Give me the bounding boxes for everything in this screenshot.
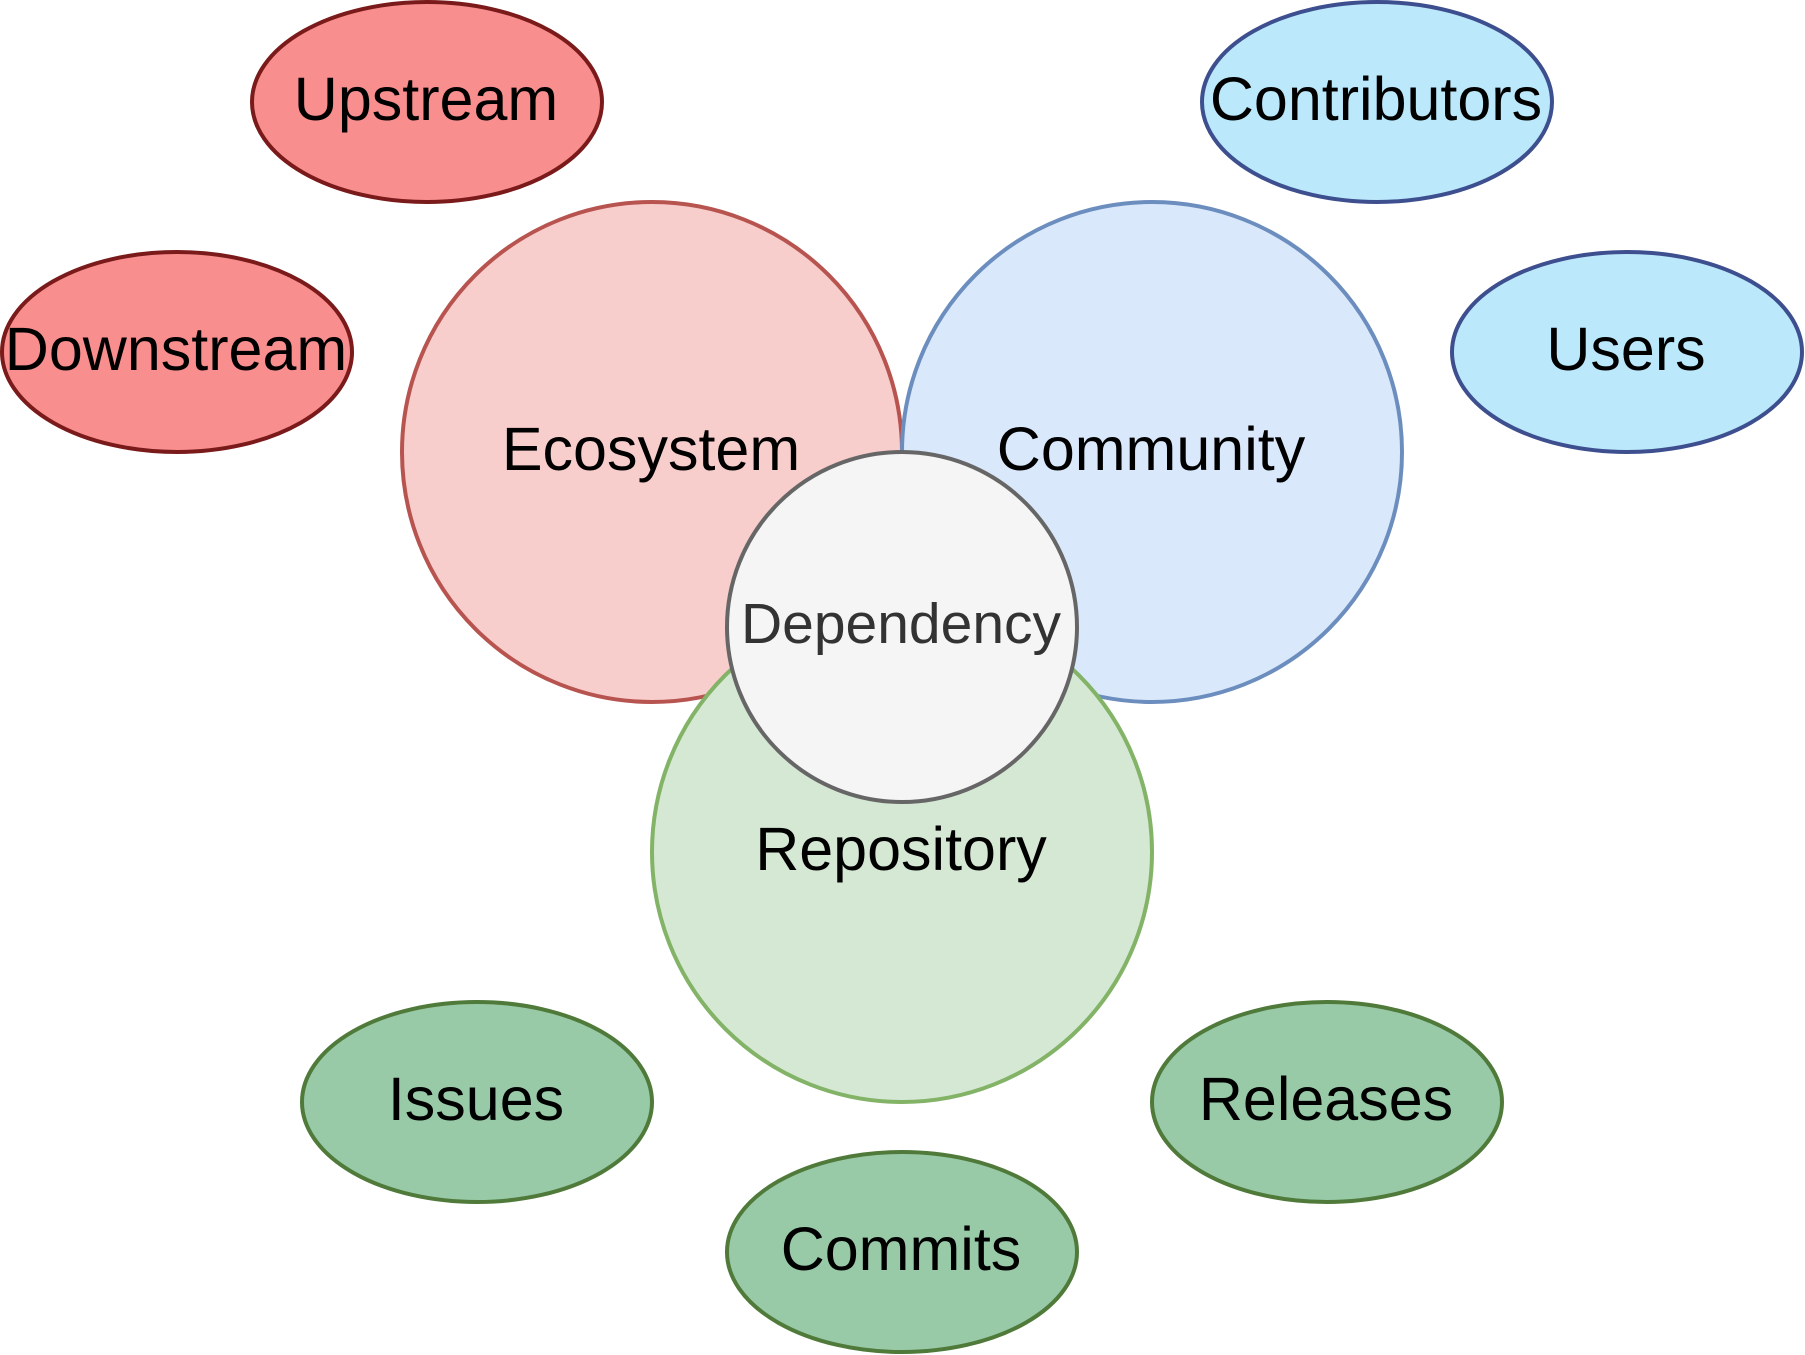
commits-label: Commits (781, 1215, 1022, 1283)
community-label: Community (997, 415, 1306, 483)
upstream-label: Upstream (294, 65, 558, 133)
upstream-node: Upstream (250, 0, 604, 204)
downstream-ellipse (0, 250, 354, 454)
issues-label: Issues (388, 1065, 564, 1133)
releases-node: Releases (1150, 1000, 1504, 1204)
users-label: Users (1546, 315, 1705, 383)
users-node: Users (1450, 250, 1804, 454)
repository-label: Repository (755, 815, 1047, 883)
downstream-node: Downstream (0, 250, 354, 454)
dependency-label: Dependency (741, 592, 1062, 656)
contributors-label: Contributors (1210, 65, 1542, 133)
dependency-circle (725, 450, 1079, 804)
dependency-node: Dependency (725, 450, 1079, 804)
releases-label: Releases (1199, 1065, 1453, 1133)
issues-node: Issues (300, 1000, 654, 1204)
contributors-ellipse (1200, 0, 1554, 204)
users-ellipse (1450, 250, 1804, 454)
issues-ellipse (300, 1000, 654, 1204)
commits-node: Commits (725, 1150, 1079, 1354)
upstream-ellipse (250, 0, 604, 204)
ecosystem-label: Ecosystem (502, 415, 800, 483)
contributors-node: Contributors (1200, 0, 1554, 204)
commits-ellipse (725, 1150, 1079, 1354)
downstream-label: Downstream (5, 315, 347, 383)
releases-ellipse (1150, 1000, 1504, 1204)
